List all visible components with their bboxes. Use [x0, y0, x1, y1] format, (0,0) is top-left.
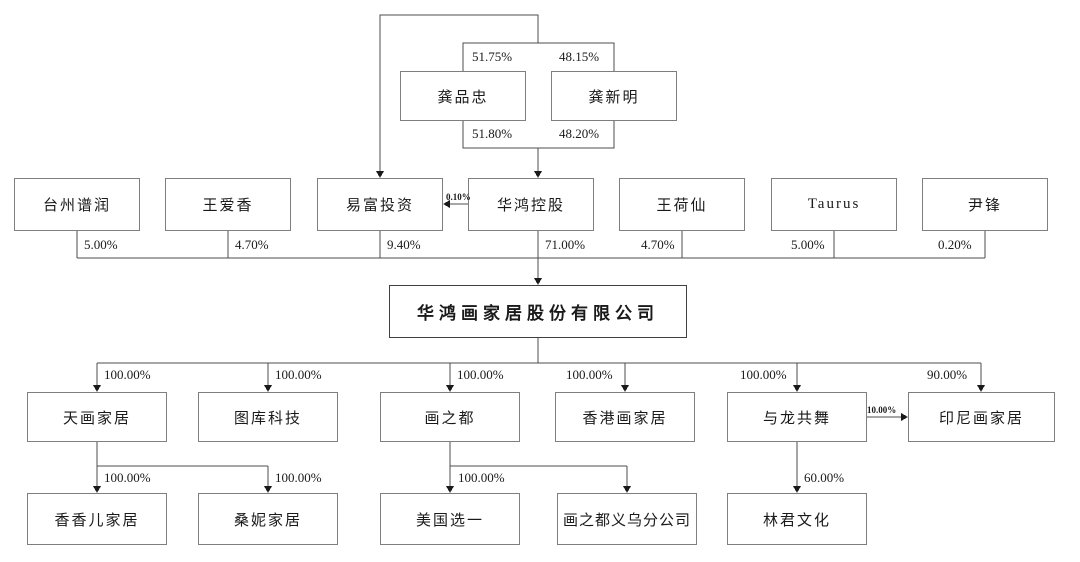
stake-label-yulong-in-indonesia: 10.00%	[867, 405, 897, 415]
node-lin-jun-culture: 林君文化	[727, 493, 867, 545]
stake-label-yulong-in-linjun: 60.00%	[804, 470, 845, 485]
node-gong-xinming: 龚新明	[551, 71, 677, 121]
node-tuku-tech: 图库科技	[198, 392, 338, 442]
stake-label-main-in-indonesia: 90.00%	[927, 367, 968, 382]
stake-label-yinfeng-in-main: 0.20%	[938, 237, 972, 252]
node-huahong-holding: 华鸿控股	[468, 178, 594, 231]
stake-label-main-in-tianhua: 100.00%	[104, 367, 151, 382]
node-indonesia-hua-home: 印尼画家居	[908, 392, 1055, 442]
node-xiang-xiang-er-home: 香香儿家居	[27, 493, 167, 545]
subsidiary-bus-lines	[96, 338, 982, 385]
sub-subsidiary-lines	[96, 442, 798, 487]
node-mei-guo-xuan-yi: 美国选一	[380, 493, 520, 545]
node-main-company: 华鸿画家居股份有限公司	[389, 285, 687, 338]
stake-label-taizhou-in-main: 5.00%	[84, 237, 118, 252]
node-hua-zhi-du: 画之都	[380, 392, 520, 442]
node-wang-aixiang: 王爱香	[165, 178, 291, 231]
stake-label-holding-in-main: 71.00%	[545, 237, 586, 252]
node-yu-long-gong-wu: 与龙共舞	[727, 392, 867, 442]
stake-label-tianhua-in-xiangxianger: 100.00%	[104, 470, 151, 485]
node-sang-ni-home: 桑妮家居	[198, 493, 338, 545]
stake-label-xinming-in-holding: 48.20%	[559, 126, 600, 141]
shareholder-bus-lines	[76, 231, 986, 278]
node-yin-feng: 尹锋	[922, 178, 1048, 231]
stake-label-pinzhong-in-holding: 51.80%	[472, 126, 513, 141]
stake-label-taurus-in-main: 5.00%	[791, 237, 825, 252]
arrowheads	[93, 171, 985, 493]
stake-label-main-in-huazhidu: 100.00%	[457, 367, 504, 382]
stake-label-holding-in-yifu: 0.10%	[446, 192, 471, 202]
stake-label-main-in-yulong: 100.00%	[740, 367, 787, 382]
stake-label-huazhidu-in-meiguo: 100.00%	[458, 470, 505, 485]
stake-label-yifu-in-main: 9.40%	[387, 237, 421, 252]
stake-label-main-in-hk: 100.00%	[566, 367, 613, 382]
node-taizhou-purun: 台州谱润	[14, 178, 140, 231]
node-tianhua-home: 天画家居	[27, 392, 167, 442]
stake-label-hexian-in-main: 4.70%	[641, 237, 675, 252]
stake-label-xinming-in-yifu: 48.15%	[559, 49, 600, 64]
node-taurus: Taurus	[771, 178, 897, 231]
node-gong-pinzhong: 龚品忠	[400, 71, 526, 121]
stake-label-tianhua-in-sangni: 100.00%	[275, 470, 322, 485]
node-hk-hua-home: 香港画家居	[555, 392, 695, 442]
node-wang-hexian: 王荷仙	[619, 178, 745, 231]
stake-label-pinzhong-in-yifu: 51.75%	[472, 49, 513, 64]
owners-bottom-bracket-lines	[462, 121, 615, 172]
node-hua-zhi-du-yiwu-branch: 画之都义乌分公司	[557, 493, 697, 545]
stake-label-main-in-tuku: 100.00%	[275, 367, 322, 382]
stake-label-aixiang-in-main: 4.70%	[235, 237, 269, 252]
node-yifu-investment: 易富投资	[317, 178, 443, 231]
owners-top-bracket-lines	[379, 14, 615, 172]
